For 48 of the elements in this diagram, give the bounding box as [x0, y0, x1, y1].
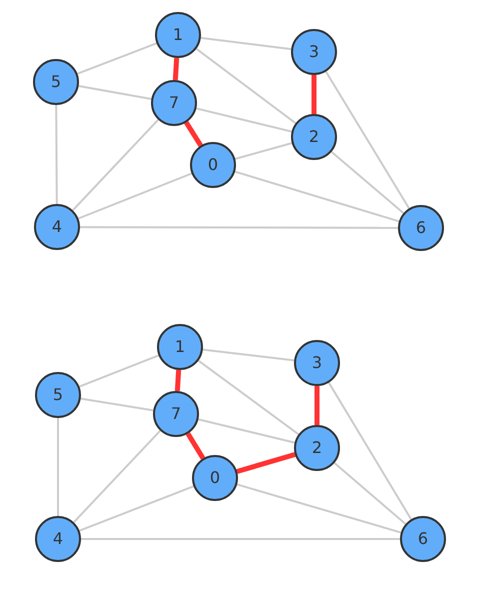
node-number: 7 [168, 95, 180, 111]
edge-line [80, 398, 154, 412]
edge-line [78, 85, 152, 100]
edge-line [325, 71, 410, 209]
edge-line [172, 58, 180, 80]
edge-line [57, 418, 59, 516]
node-number: 1 [174, 339, 186, 355]
edge-line [200, 36, 292, 50]
edge-line [174, 370, 182, 392]
node-number: 4 [52, 531, 64, 547]
node-number: 5 [50, 74, 62, 90]
node-number: 2 [312, 440, 322, 456]
edge-line [236, 484, 402, 534]
edge-line [234, 170, 400, 222]
edge-line [79, 354, 159, 388]
edge-line [79, 485, 194, 532]
edge-line [55, 105, 58, 204]
edge-line [78, 172, 192, 220]
node-number: 0 [210, 470, 220, 486]
edge-line [80, 226, 398, 229]
edge-line [330, 151, 404, 214]
edge-line [236, 452, 296, 474]
node-number: 4 [52, 219, 62, 235]
node-number: 1 [172, 27, 184, 43]
edge-line [73, 430, 161, 523]
edge-line [186, 432, 206, 460]
node-number: 6 [418, 531, 428, 547]
node-number: 6 [416, 220, 426, 236]
edge-line [77, 42, 157, 75]
node-number: 0 [208, 157, 218, 173]
edge-line [334, 462, 406, 525]
edge-line [198, 418, 295, 444]
edge-line [72, 119, 159, 211]
node-number: 5 [52, 387, 64, 403]
edge-line [328, 382, 412, 520]
node-number: 7 [170, 406, 182, 422]
node-number: 3 [312, 355, 322, 371]
edge-line [234, 142, 292, 160]
edge-line [184, 121, 203, 147]
edge-line [196, 107, 292, 133]
node-number: 3 [308, 44, 320, 60]
edge-line [196, 48, 296, 124]
edge-line [314, 386, 320, 425]
edge-line [202, 348, 294, 362]
edge-line [198, 360, 300, 436]
node-number: 2 [308, 129, 320, 145]
edge-line [312, 75, 316, 114]
edge-line [81, 538, 400, 540]
